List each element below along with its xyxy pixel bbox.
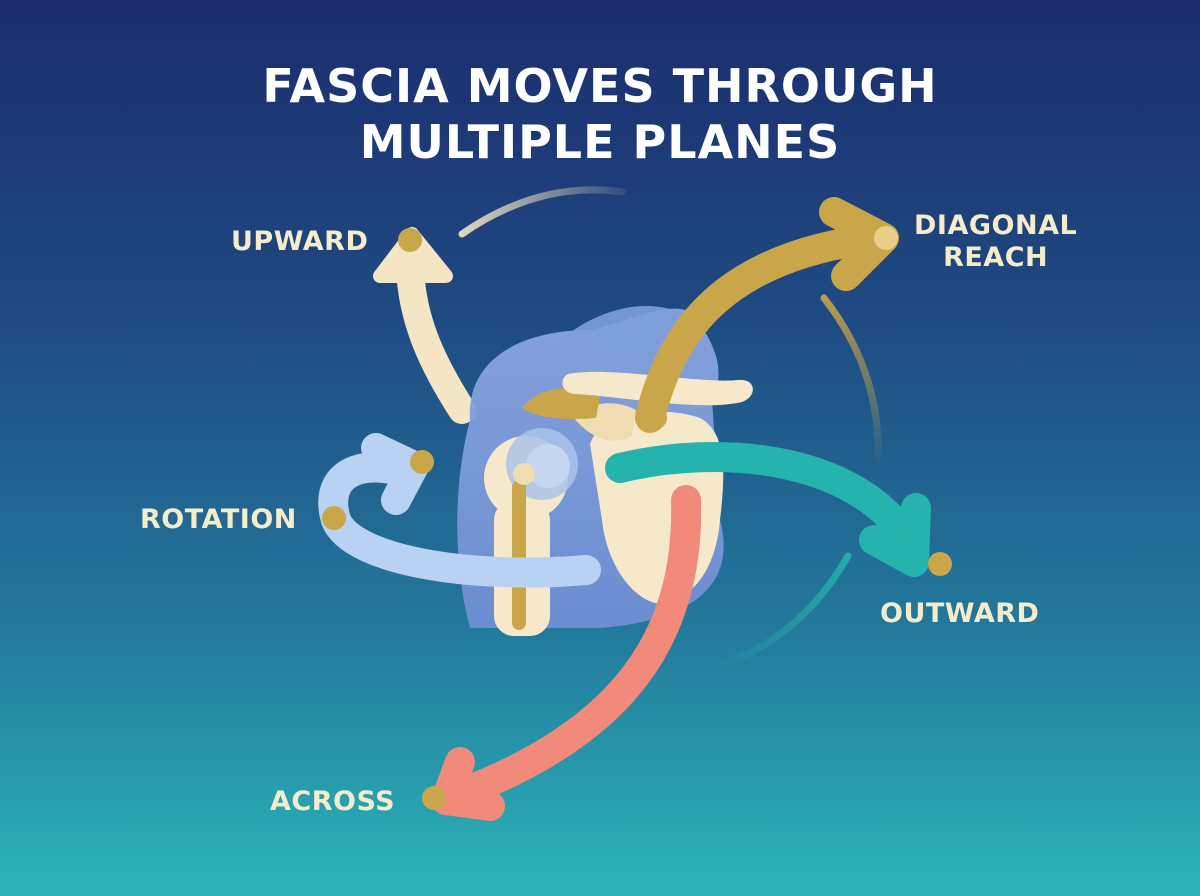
anchor-dot-across: [422, 786, 446, 810]
anchor-dot-outward: [928, 552, 952, 576]
across-arrow: [431, 485, 702, 821]
anchor-dot-upward: [398, 228, 422, 252]
upward-arrow: [373, 227, 476, 424]
label-outward: OUTWARD: [880, 598, 1040, 629]
outward-arrow: [605, 442, 931, 577]
anchor-dot-humerus-head: [513, 463, 535, 485]
motion-arc-top: [458, 186, 626, 238]
diagram-title: FASCIA MOVES THROUGH MULTIPLE PLANES: [0, 58, 1200, 170]
anchor-dot-rotation-left: [322, 506, 346, 530]
anchor-dot-diagonal: [874, 226, 898, 250]
title-line-1: FASCIA MOVES THROUGH: [262, 59, 938, 113]
label-diagonal-reach: DIAGONAL REACH: [914, 210, 1078, 273]
label-across: ACROSS: [270, 786, 396, 817]
title-line-2: MULTIPLE PLANES: [359, 115, 841, 169]
motion-arc-bottom: [712, 552, 852, 670]
motion-arc-right: [820, 294, 882, 460]
anchor-dot-rotation-right: [410, 450, 434, 474]
anchor-dot-diagonal-start: [645, 407, 667, 429]
label-rotation: ROTATION: [140, 504, 297, 535]
label-upward: UPWARD: [231, 226, 369, 257]
